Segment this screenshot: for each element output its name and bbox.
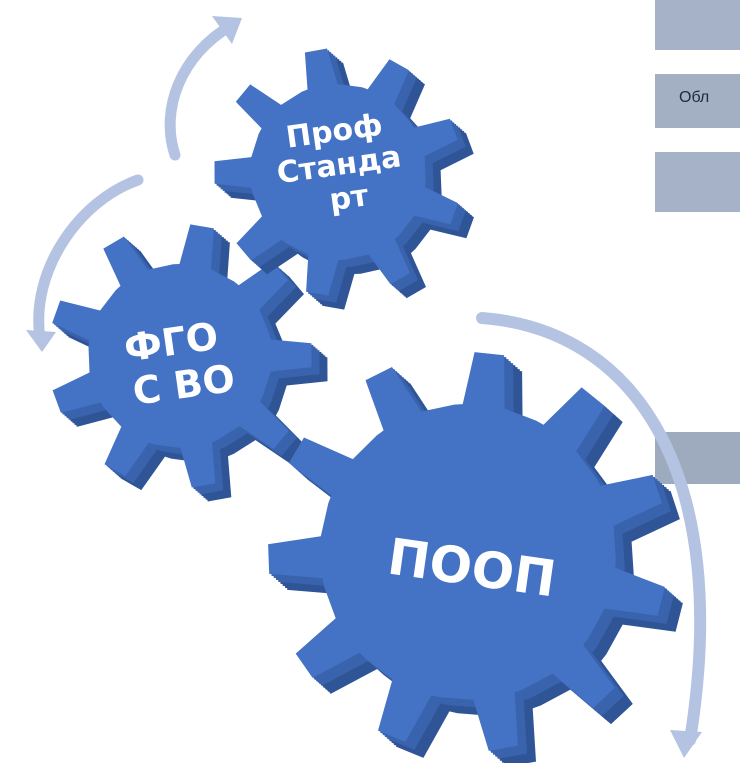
right-panel-top [655,0,740,50]
right-panel-label-text: Обл [679,89,710,106]
gear-poop [268,352,683,763]
cycle-arrow-top-head [212,16,242,44]
cycle-arrow-right [476,312,707,746]
right-panel-middle [655,152,740,212]
gear-fgos-face [52,224,312,488]
gear-fgos-label: ФГО С ВО [121,312,240,414]
gear-profstandard [214,48,474,310]
gear-prof-face [214,48,458,296]
cycle-arrow-right-head [670,730,702,758]
cycle-arrow-top [164,19,238,161]
cycle-arrow-left-head [26,330,56,352]
cycle-arrow-left [33,174,144,344]
gear-prof-label-line-3: рт [327,178,371,218]
gear-poop-face [268,352,665,751]
gear-prof-label: Проф Станда рт [270,104,418,225]
right-panel-label: Обл [655,74,740,128]
gear-fgos-vo [52,224,328,502]
